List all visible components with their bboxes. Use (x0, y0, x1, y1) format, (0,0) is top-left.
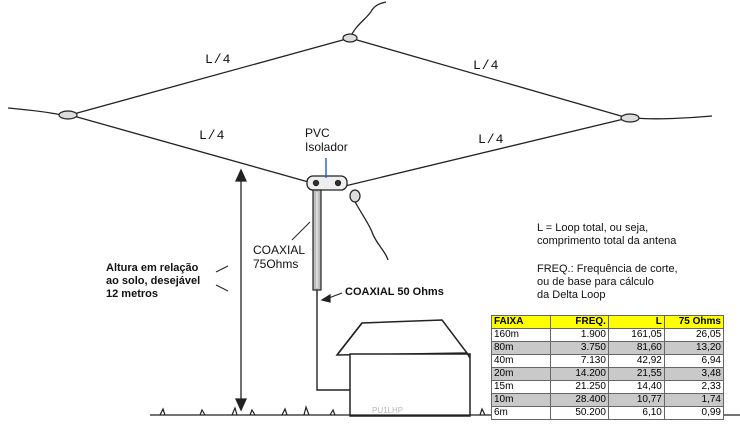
wire-bottom-right (344, 117, 629, 187)
altura-line2: ao solo, desejável (106, 275, 201, 287)
wire-top-left (69, 37, 351, 116)
guy-rope-bottom (351, 195, 389, 261)
table-cell: 20m (490, 367, 552, 381)
altura-line3: 12 metros (106, 288, 158, 300)
table-cell: 14,40 (607, 380, 665, 394)
wire-bottom-left (69, 114, 313, 184)
pvc-label: PVC (305, 126, 330, 140)
loop-note-line2: comprimento total da antena (537, 235, 677, 247)
insulator-right (620, 113, 640, 123)
table-header-cell: FREQ. (550, 315, 609, 329)
altura-line1: Altura em relação (106, 262, 199, 274)
house-wall (349, 353, 471, 417)
table-cell: 3.750 (550, 341, 609, 355)
coax50-label: COAXIAL 50 Ohms (345, 286, 444, 298)
table-cell: 21,55 (607, 367, 665, 381)
pvc-insulator (306, 175, 348, 191)
coax75-label: COAXIAL 75Ohms (253, 243, 305, 271)
frequency-note: FREQ.: Frequência de corte, ou de base p… (537, 263, 678, 302)
table-cell: 28.400 (550, 393, 609, 407)
table-cell: 50.200 (550, 406, 609, 420)
side-label-bottom-right: L/4 (478, 132, 505, 147)
loop-length-note: L = Loop total, ou seja, comprimento tot… (537, 222, 676, 248)
insulator-bottom (349, 189, 361, 203)
guy-rope-right (635, 115, 713, 120)
isolador-label: Isolador (305, 140, 348, 154)
table-cell: 10,77 (607, 393, 665, 407)
table-cell: 3,48 (663, 367, 725, 381)
table-cell: 161,05 (607, 328, 665, 342)
coax75-label-line2: 75Ohms (253, 257, 299, 271)
table-cell: 160m (490, 328, 552, 342)
table-header-cell: 75 Ohms (663, 315, 725, 329)
table-cell: 10m (490, 393, 552, 407)
house-roof (335, 319, 469, 356)
altura-label: Altura em relação ao solo, desejável 12 … (106, 262, 200, 301)
pvc-isolador-label: PVC Isolador (305, 126, 348, 154)
table-cell: 81,60 (607, 341, 665, 355)
table-cell: 2,33 (663, 380, 725, 394)
table-cell: 14.200 (550, 367, 609, 381)
guy-rope-left (7, 107, 63, 116)
table-cell: 1.900 (550, 328, 609, 342)
table-cell: 1,74 (663, 393, 725, 407)
freq-note-line2: ou de base para cálculo (537, 276, 654, 288)
loop-note-line1: L = Loop total, ou seja, (537, 222, 649, 234)
table-cell: 42,92 (607, 354, 665, 368)
side-label-top-left: L/4 (205, 52, 232, 67)
table-cell: 15m (490, 380, 552, 394)
table-cell: 80m (490, 341, 552, 355)
table-header-cell: L (607, 315, 665, 329)
table-header-cell: FAIXA (490, 315, 552, 329)
table-cell: 26,05 (663, 328, 725, 342)
table-cell: 0,99 (663, 406, 725, 420)
guy-rope-top (349, 1, 387, 39)
insulator-top (342, 33, 358, 43)
freq-note-line1: FREQ.: Frequência de corte, (537, 263, 678, 275)
table-cell: 6m (490, 406, 552, 420)
table-cell: 6,10 (607, 406, 665, 420)
insulator-left (58, 110, 78, 120)
freq-note-line3: da Delta Loop (537, 289, 606, 301)
wire-top-right (349, 37, 629, 119)
table-cell: 7.130 (550, 354, 609, 368)
side-label-top-right: L/4 (473, 58, 500, 73)
coax-50-run (316, 290, 350, 391)
table-cell: 13,20 (663, 341, 725, 355)
watermark: PU1LHP (372, 406, 404, 415)
table-cell: 6,94 (663, 354, 725, 368)
coax75-label-line1: COAXIAL (253, 243, 306, 257)
side-label-bottom-left: L/4 (199, 128, 226, 143)
table-cell: 40m (490, 354, 552, 368)
table-cell: 21.250 (550, 380, 609, 394)
